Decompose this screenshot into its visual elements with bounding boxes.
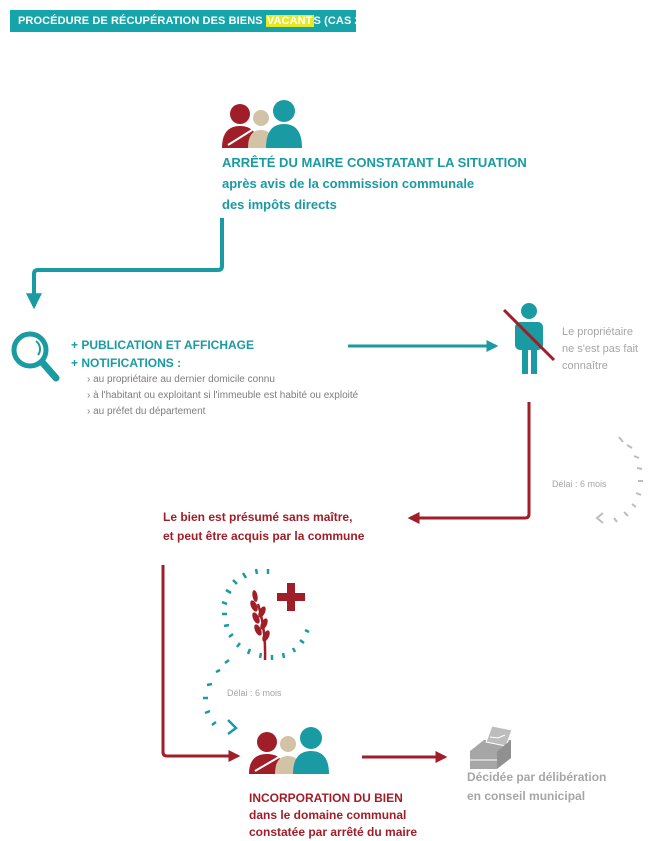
arrow-presumed-to-incorporation <box>161 565 241 762</box>
step1-text-block: ARRÊTÉ DU MAIRE CONSTATANT LA SITUATION … <box>222 152 527 215</box>
decision-line1: Décidée par délibération <box>467 770 607 784</box>
ballot-box-icon <box>470 725 513 769</box>
arrow-owner-to-presumed <box>407 402 531 524</box>
notifications-label: + NOTIFICATIONS : <box>71 356 182 370</box>
delay-label-1: Délai : 6 mois <box>552 479 607 489</box>
clock-arc-icon <box>595 436 643 524</box>
owner-note-line3: connaître <box>562 360 608 372</box>
people-group-icon-bottom <box>249 727 329 774</box>
list-item: › à l'habitant ou exploitant si l'immeub… <box>87 390 359 401</box>
incorporation-text: INCORPORATION DU BIEN dans le domaine co… <box>249 790 417 841</box>
title-text: PROCÉDURE DE RÉCUPÉRATION DES BIENS <box>18 15 266 27</box>
title-text-end: S (CAS 2) <box>313 15 365 27</box>
list-item: › au préfet du département <box>87 406 206 417</box>
owner-note: Le propriétaire ne s'est pas fait connaî… <box>562 324 638 375</box>
incorporation-heading: INCORPORATION DU BIEN <box>249 791 403 805</box>
presumed-text: Le bien est présumé sans maître, et peut… <box>163 508 364 546</box>
wheat-plus-icon <box>203 568 310 735</box>
publication-label: + PUBLICATION ET AFFICHAGE <box>71 338 254 352</box>
arrow-step1-to-publication <box>26 218 224 310</box>
step2-text-block: + PUBLICATION ET AFFICHAGE + NOTIFICATIO… <box>71 336 358 420</box>
step1-line2: après avis de la commission communale <box>222 176 475 191</box>
title-highlight: VACANT <box>265 15 314 27</box>
presumed-line1: Le bien est présumé sans maître, <box>163 510 353 524</box>
magnifier-icon <box>11 331 60 382</box>
presumed-line2: et peut être acquis par la commune <box>163 529 365 543</box>
decision-text: Décidée par délibération en conseil muni… <box>467 768 606 806</box>
step1-line3: des impôts directs <box>222 197 337 212</box>
people-group-icon <box>222 100 302 148</box>
delay-label-2: Délai : 6 mois <box>227 688 282 698</box>
incorporation-line2: dans le domaine communal <box>249 808 407 822</box>
person-crossed-icon <box>502 303 556 374</box>
owner-note-line2: ne s'est pas fait <box>562 343 639 355</box>
owner-note-line1: Le propriétaire <box>562 326 633 338</box>
list-item: › au propriétaire au dernier domicile co… <box>87 374 275 385</box>
page-title-banner: PROCÉDURE DE RÉCUPÉRATION DES BIENS VACA… <box>10 10 364 32</box>
incorporation-line3: constatée par arrêté du maire <box>249 825 418 839</box>
notification-list: › au propriétaire au dernier domicile co… <box>71 372 358 420</box>
decision-line2: en conseil municipal <box>467 789 586 803</box>
step1-heading: ARRÊTÉ DU MAIRE CONSTATANT LA SITUATION <box>222 155 527 170</box>
